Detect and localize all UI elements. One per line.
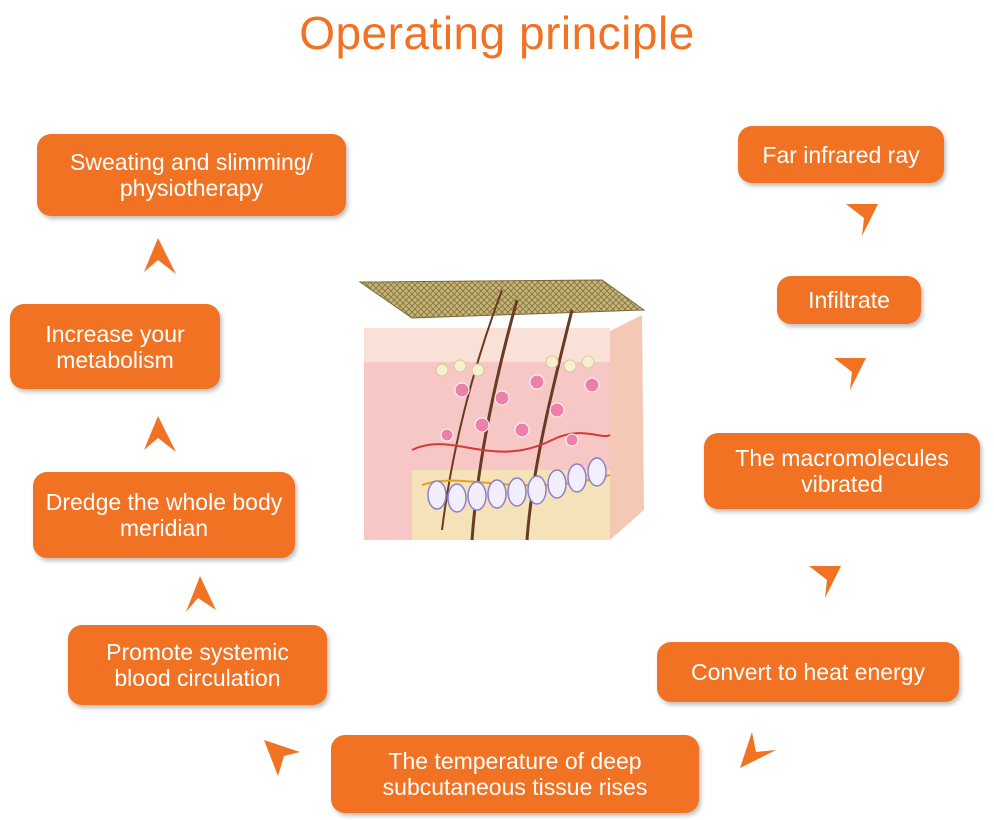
step-sweating-slimming: Sweating and slimming/ physiotherapy	[37, 134, 346, 216]
step-increase-metabolism: Increase your metabolism	[10, 304, 220, 389]
step-dredge-meridian: Dredge the whole body meridian	[33, 472, 295, 558]
arrow-up-left-icon	[264, 740, 300, 776]
arrow-down-left-icon	[740, 732, 776, 768]
step-macromolecules-vibrated: The macromolecules vibrated	[704, 433, 980, 509]
arrow-up-icon	[186, 576, 216, 612]
arrow-down-icon	[809, 566, 841, 598]
skin-cross-section-illustration	[358, 279, 646, 541]
arrow-down-icon	[834, 358, 866, 390]
step-promote-blood-circulation: Promote systemic blood circulation	[68, 625, 327, 705]
arrow-up-icon	[144, 238, 176, 274]
step-infiltrate: Infiltrate	[777, 276, 921, 324]
step-deep-tissue-temperature: The temperature of deep subcutaneous tis…	[331, 735, 699, 813]
arrow-up-icon	[144, 416, 176, 452]
step-far-infrared-ray: Far infrared ray	[738, 126, 944, 183]
arrow-down-icon	[846, 204, 878, 236]
diagram-title: Operating principle	[299, 7, 695, 59]
step-convert-heat-energy: Convert to heat energy	[657, 642, 959, 702]
